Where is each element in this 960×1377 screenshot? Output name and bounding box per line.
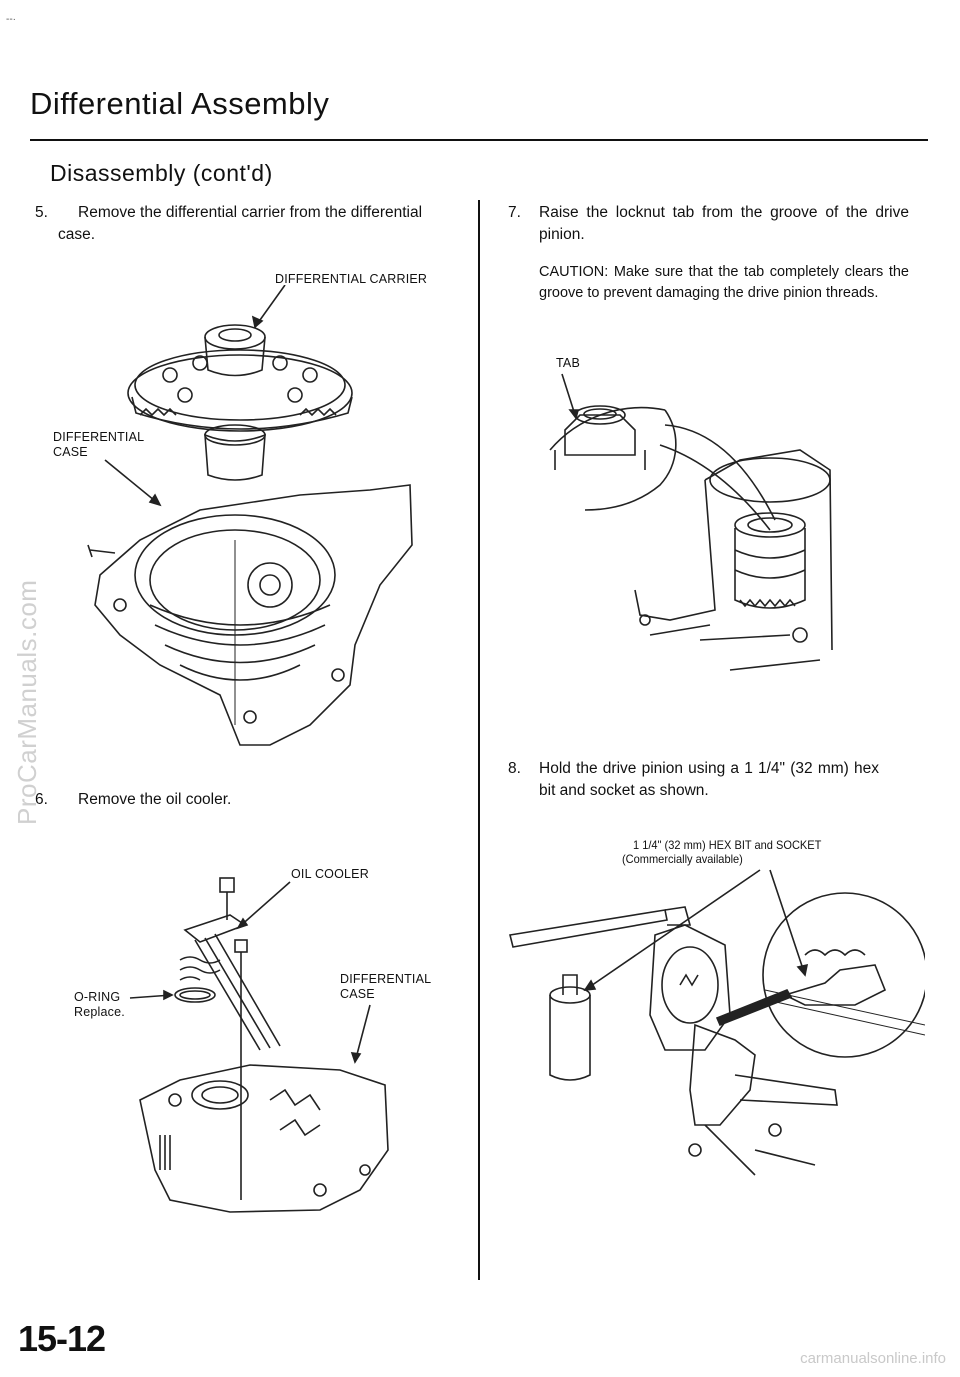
hex-bit-figure: [509, 869, 925, 1176]
label-differential-case-2b: CASE: [340, 987, 375, 1001]
label-hex-bit-socket: 1 1/4" (32 mm) HEX BIT and SOCKET: [633, 838, 822, 852]
caution-text: CAUTION: Make sure that the tab complete…: [539, 264, 909, 301]
step-8-number: 8.: [508, 760, 521, 777]
label-differential-case-1b: CASE: [53, 445, 88, 459]
section-subtitle: Disassembly (cont'd): [50, 160, 273, 186]
differential-carrier-figure: [87, 285, 413, 746]
side-watermark-text: ProCarManuals.com: [12, 579, 42, 825]
page-title: Differential Assembly: [30, 86, 330, 121]
step-6-text: Remove the oil cooler.: [78, 791, 232, 808]
label-oil-cooler: OIL COOLER: [291, 867, 369, 881]
side-watermark: ProCarManuals.com: [0, 570, 50, 825]
title-rule: [30, 139, 928, 141]
step-5-text: Remove the differential carrier from the…: [58, 204, 423, 243]
step-7-text: Raise the locknut tab from the groove of…: [539, 204, 909, 243]
oil-cooler-figure: [129, 877, 389, 1213]
step-6-number: 6.: [35, 791, 48, 808]
page-number: 15-12: [18, 1318, 106, 1359]
locknut-tab-figure: [549, 373, 833, 671]
column-divider: [478, 200, 480, 1280]
label-o-ring-replace: Replace.: [74, 1005, 125, 1019]
label-differential-case-2a: DIFFERENTIAL: [340, 972, 432, 986]
label-differential-case-1a: DIFFERENTIAL: [53, 430, 145, 444]
step-5-number: 5.: [35, 204, 48, 221]
bottom-watermark: carmanualsonline.info: [800, 1350, 946, 1367]
corner-mark: --·: [6, 14, 16, 25]
label-differential-carrier: DIFFERENTIAL CARRIER: [275, 272, 428, 286]
label-tab: TAB: [556, 356, 580, 370]
label-o-ring: O-RING: [74, 990, 121, 1004]
step-7-number: 7.: [508, 204, 521, 221]
label-commercially-available: (Commercially available): [622, 852, 743, 866]
step-8-text: Hold the drive pinion using a 1 1/4" (32…: [539, 760, 879, 799]
